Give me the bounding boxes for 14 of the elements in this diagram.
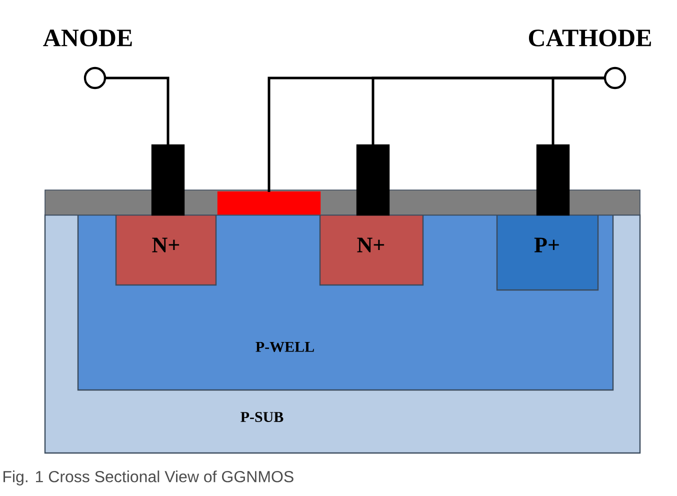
wire	[105, 76, 170, 145]
contact-bar	[151, 144, 185, 216]
gate-box	[217, 191, 321, 215]
terminal: CATHODE	[528, 30, 651, 90]
caption: Fig. 1 Cross Sectional View of GGNMOS	[4, 470, 294, 486]
terminal: ANODE	[43, 30, 132, 90]
diffusion-region: N+	[115, 214, 217, 286]
wire	[552, 76, 605, 145]
contact-bar	[356, 144, 390, 216]
contact-bar	[536, 144, 570, 216]
diffusion-region: P+	[496, 214, 599, 291]
node-label: CATHODE	[528, 30, 651, 46]
node-label: ANODE	[43, 30, 132, 46]
diffusion-region: N+	[319, 214, 424, 286]
